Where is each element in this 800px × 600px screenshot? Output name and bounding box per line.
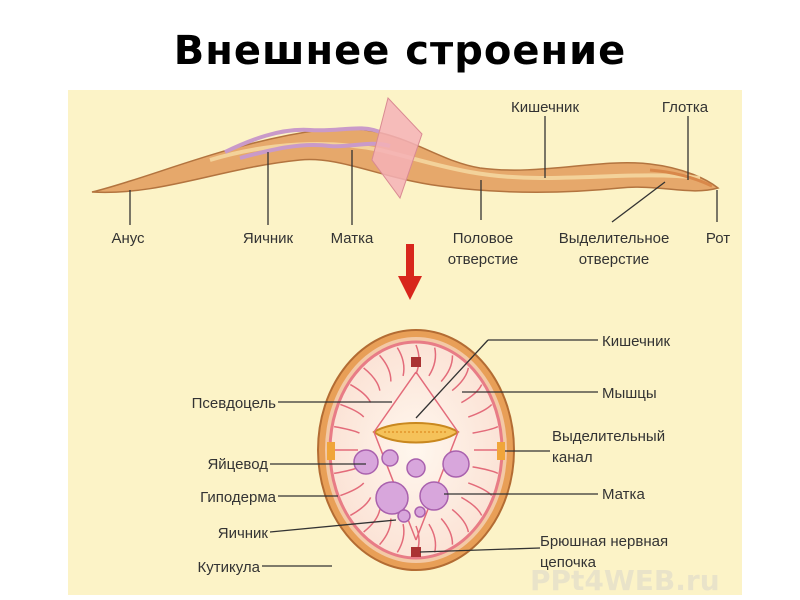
label-nerve-chain-1: Брюшная нервная [540,533,668,550]
down-arrow-icon [398,244,422,300]
label-cuticle: Кутикула [198,559,261,576]
label-excretory-canal-2: канал [552,449,593,466]
label-section-ovary: Яичник [218,525,269,542]
label-excretory-canal-1: Выделительный [552,428,665,445]
section-plane [372,98,422,198]
label-muscles: Мышцы [602,385,657,402]
label-nerve-chain-2: цепочка [540,554,597,571]
cross-section [318,330,514,570]
label-intestine: Кишечник [511,99,579,116]
label-pseudocoel: Псевдоцель [192,395,277,412]
label-excretory-opening-2: отверстие [579,251,649,268]
label-genital-opening-1: Половое [453,230,514,247]
label-uterus: Матка [331,230,374,247]
label-genital-opening-2: отверстие [448,251,518,268]
label-oviduct: Яйцевод [207,456,268,473]
label-mouth: Рот [706,230,730,247]
label-hypodermis: Гиподерма [200,489,277,506]
label-pharynx: Глотка [662,99,709,116]
label-anus: Анус [111,230,145,247]
label-excretory-opening-1: Выделительное [559,230,670,247]
label-section-uterus: Матка [602,486,645,503]
label-ovary: Яичник [243,230,294,247]
label-section-intestine: Кишечник [602,333,670,350]
